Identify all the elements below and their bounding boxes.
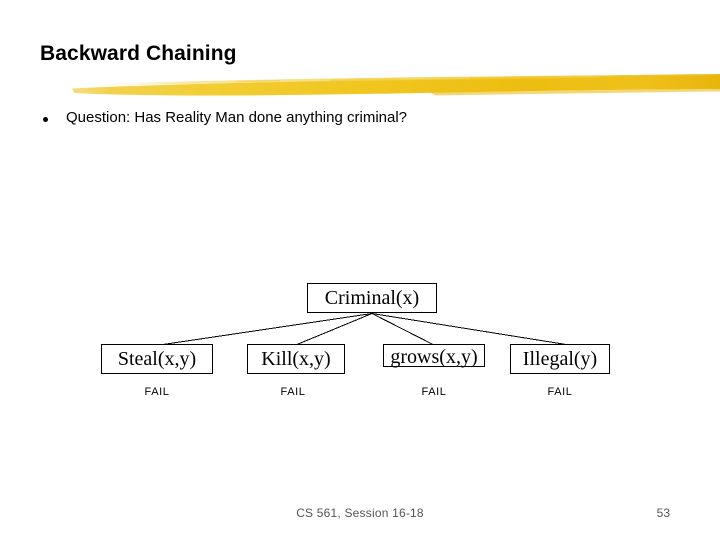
tree-node-steal-status: FAIL <box>144 386 170 398</box>
bullet-item: Question: Has Reality Man done anything … <box>40 108 680 132</box>
backward-chaining-proof-tree: Criminal(x) Steal(x,y) FAIL Kill(x,y) FA… <box>0 270 720 420</box>
tree-node-root-label: Criminal(x) <box>324 287 420 309</box>
tree-node-steal-label: Steal(x,y) <box>117 348 197 370</box>
tree-node-grows: grows(x,y) <box>383 344 485 367</box>
title-brush-underline <box>72 74 720 96</box>
tree-node-root: Criminal(x) <box>307 283 437 313</box>
footer-course-note: CS 561, Session 16-18 <box>296 506 424 520</box>
slide-title: Backward Chaining <box>40 42 237 65</box>
footer-page-number: 53 <box>656 506 670 520</box>
tree-node-kill-status: FAIL <box>280 386 306 398</box>
tree-node-grows-label: grows(x,y) <box>390 346 478 368</box>
bullet-dot-icon <box>43 117 48 122</box>
bullet-item-label: Question: Has Reality Man done anything … <box>66 109 408 126</box>
tree-node-illegal-status: FAIL <box>547 386 573 398</box>
tree-node-kill-label: Kill(x,y) <box>261 348 331 370</box>
tree-node-illegal: Illegal(y) <box>510 344 610 374</box>
tree-node-steal: Steal(x,y) <box>101 344 213 374</box>
tree-edge-lines <box>162 313 567 345</box>
tree-node-illegal-label: Illegal(y) <box>522 348 598 370</box>
tree-node-kill: Kill(x,y) <box>247 344 345 374</box>
tree-node-grows-status: FAIL <box>421 386 447 398</box>
